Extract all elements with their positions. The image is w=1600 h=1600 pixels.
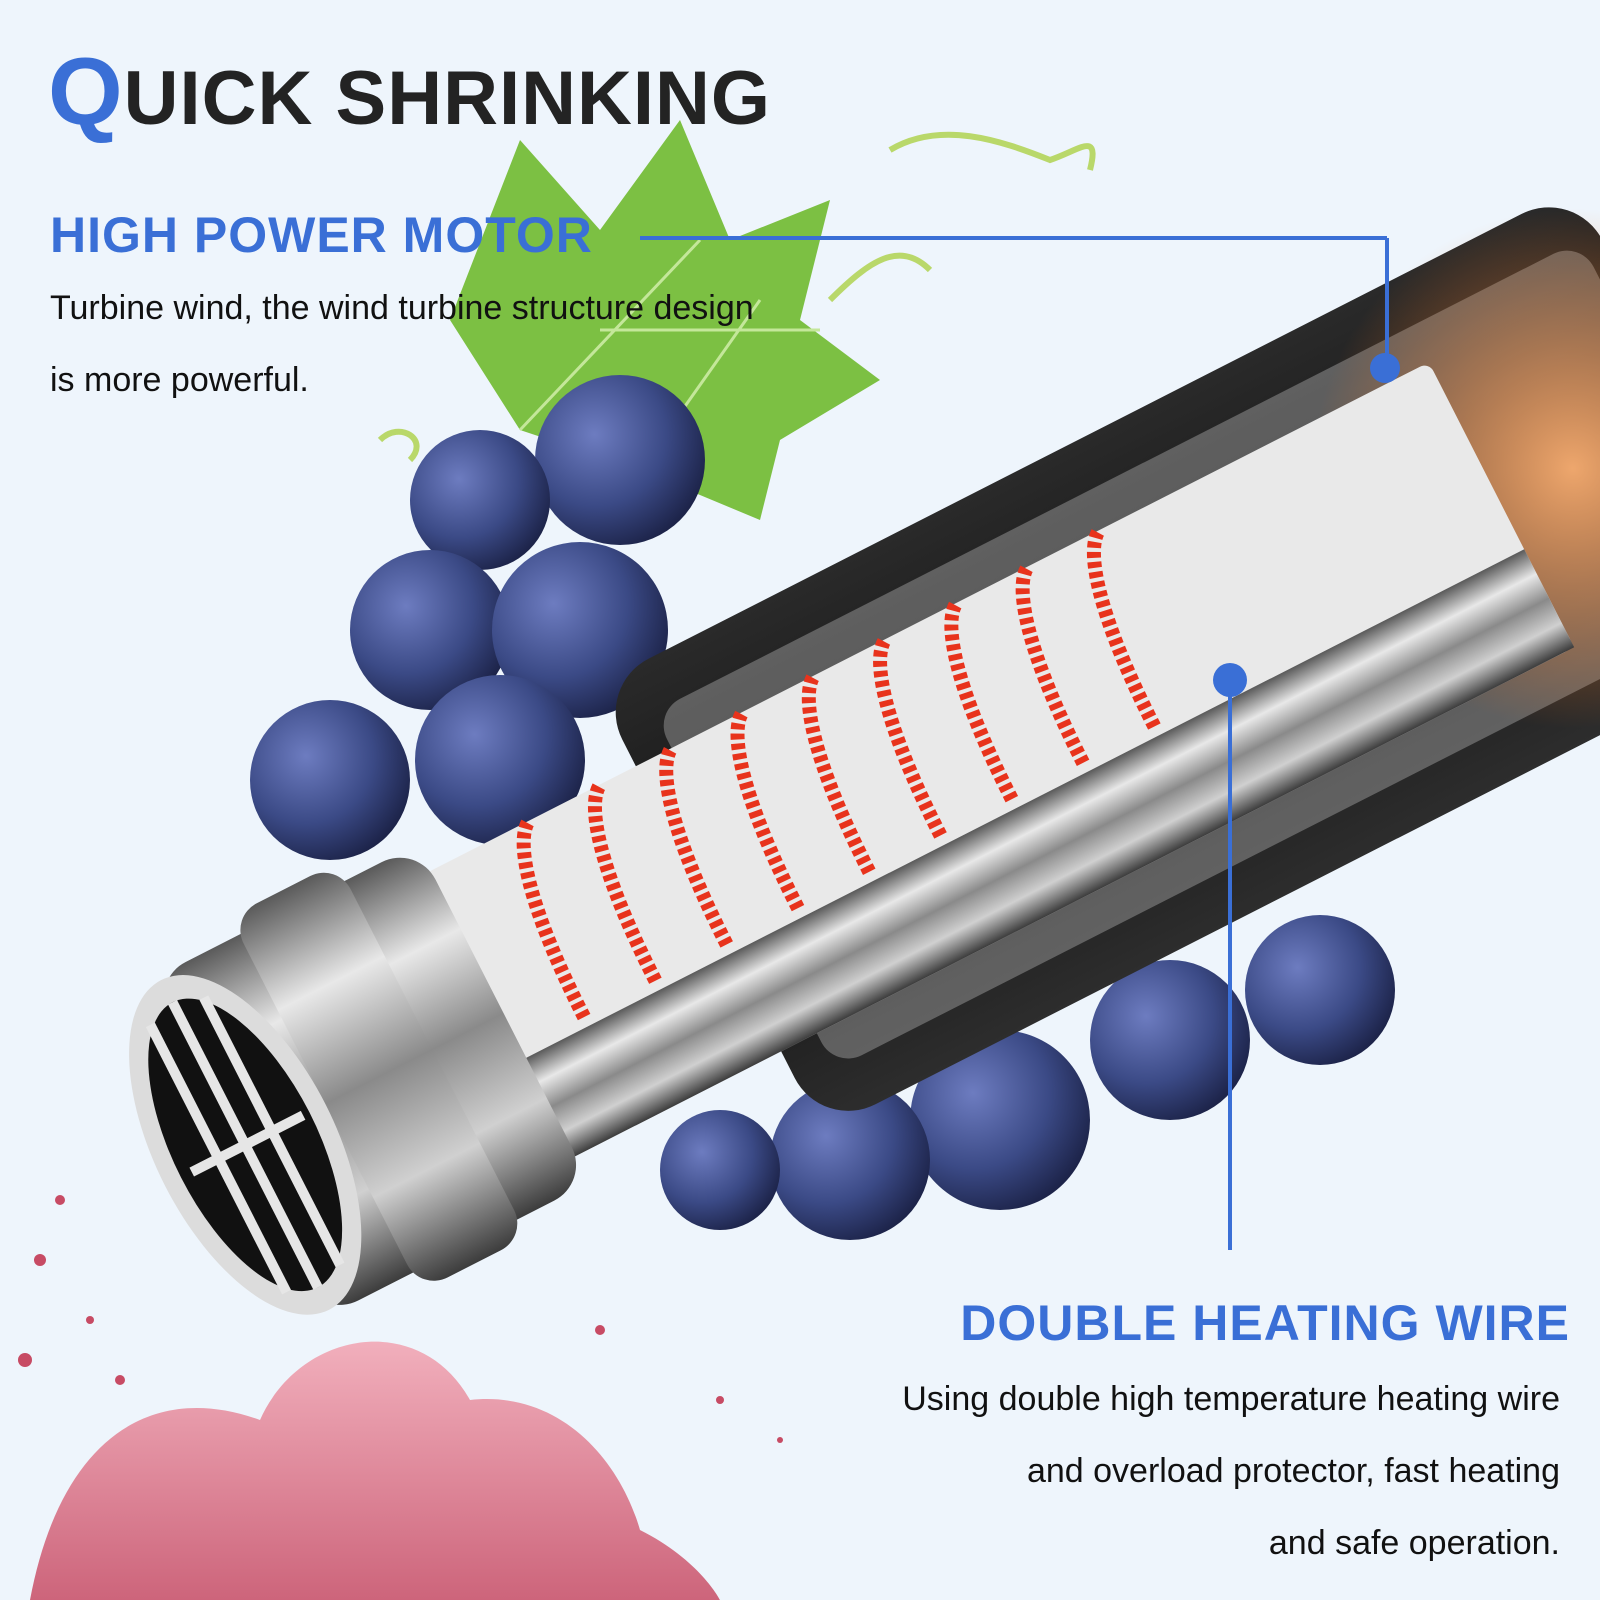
callout-motor (640, 236, 1400, 383)
headline-rest: UICK SHRINKING (123, 56, 772, 141)
headline: QUICK SHRINKING (48, 44, 771, 140)
heat-gun-body (129, 207, 1600, 1315)
heating-coil (516, 526, 1161, 1021)
nozzle-grille (145, 995, 345, 1295)
description-line: and safe operation. (1268, 1524, 1560, 1562)
feature-title-heating-wire: DOUBLE HEATING WIRE (960, 1295, 1570, 1351)
description-line: Using double high temperature heating wi… (902, 1380, 1560, 1418)
feature-description-heating-wire: Using double high temperature heating wi… (800, 1363, 1560, 1579)
grape-cluster (250, 375, 1395, 1240)
headline-first-letter: Q (48, 38, 124, 145)
description-line: and overload protector, fast heating (1026, 1452, 1560, 1490)
callout-heating-wire (1213, 663, 1247, 1250)
wine-splash (18, 1195, 783, 1600)
vine-tendrils (377, 131, 1096, 463)
feature-title-motor: HIGH POWER MOTOR (50, 207, 593, 263)
feature-description-motor: Turbine wind, the wind turbine structure… (50, 289, 754, 399)
